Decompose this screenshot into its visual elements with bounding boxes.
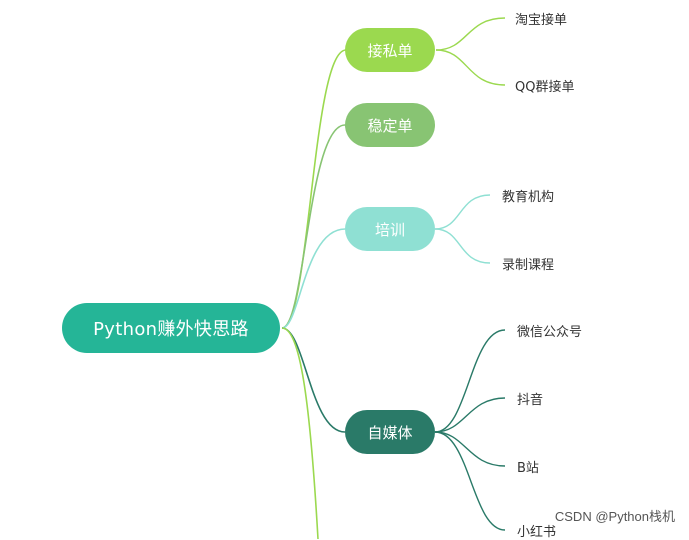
edge-b4-leaf-3: [434, 431, 506, 467]
leaf-education[interactable]: 教育机构: [502, 190, 555, 205]
leaf-bilibili[interactable]: B站: [517, 461, 539, 476]
edge-root-offscreen: [281, 327, 319, 539]
root-node[interactable]: Python赚外快思路: [62, 303, 280, 353]
branch-node-1[interactable]: 接私单: [345, 28, 435, 72]
edge-root-branch-3: [281, 228, 346, 329]
edge-root-branch-1: [281, 49, 347, 329]
leaf-douyin[interactable]: 抖音: [517, 393, 544, 408]
branch-node-4[interactable]: 自媒体: [345, 410, 435, 454]
branch-label: 培训: [374, 220, 405, 239]
leaf-record-course[interactable]: 录制课程: [502, 258, 555, 273]
edge-b3-leaf-1: [434, 194, 491, 230]
leaf-qq-group[interactable]: QQ群接单: [515, 80, 575, 95]
leaf-taobao[interactable]: 淘宝接单: [515, 13, 568, 28]
branch-label: 自媒体: [367, 423, 413, 442]
edge-b1-leaf-1: [435, 17, 506, 51]
branch-label: 接私单: [367, 41, 413, 60]
branch-label: 稳定单: [367, 116, 413, 135]
edge-b4-leaf-4: [434, 431, 506, 531]
edge-root-branch-4: [281, 327, 346, 433]
root-label: Python赚外快思路: [93, 319, 249, 340]
edge-b4-leaf-1: [434, 329, 506, 433]
edge-root-branch-2: [281, 124, 346, 329]
edge-b3-leaf-2: [434, 228, 491, 264]
leaf-wechat[interactable]: 微信公众号: [517, 325, 583, 340]
edge-b1-leaf-2: [435, 49, 506, 86]
edge-b4-leaf-2: [434, 397, 506, 433]
branch-node-3[interactable]: 培训: [345, 207, 435, 251]
leaf-xiaohongshu[interactable]: 小红书: [517, 525, 557, 540]
branch-node-2[interactable]: 稳定单: [345, 103, 435, 147]
watermark: CSDN @Python栈机: [554, 509, 675, 524]
